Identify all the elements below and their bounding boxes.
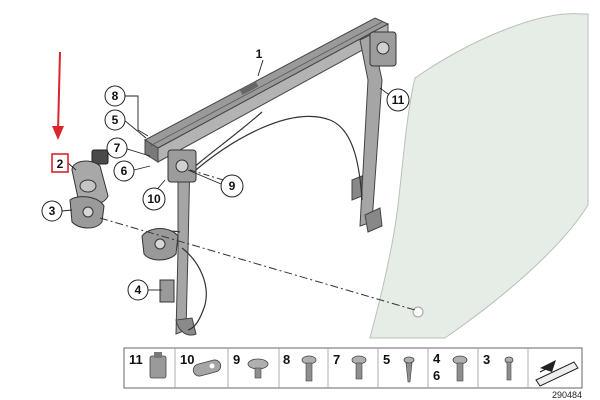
wedge-arrow-icon xyxy=(535,360,579,387)
callout-2: 2 xyxy=(57,157,64,171)
hex-bolt-icon xyxy=(452,355,468,382)
callout-8-circle: 8 xyxy=(104,85,126,107)
callout-11-circle: 11 xyxy=(386,88,410,112)
legend-label-7: 7 xyxy=(333,352,340,367)
door-glass xyxy=(369,13,589,339)
callout-5-circle: 5 xyxy=(104,109,126,131)
legend-label-11: 11 xyxy=(129,352,143,367)
callout-5: 5 xyxy=(112,113,119,127)
slider-blocks xyxy=(167,31,397,183)
leader-lines xyxy=(61,59,397,291)
lower-gear-housing xyxy=(141,228,179,303)
callout-7-circle: 7 xyxy=(106,137,128,159)
legend-label-8: 8 xyxy=(283,352,290,367)
bolt-icon xyxy=(301,355,317,382)
callout-4: 4 xyxy=(135,283,142,297)
callout-3: 3 xyxy=(49,204,56,218)
reference-number: 290484 xyxy=(552,390,582,400)
legend-label-6: 6 xyxy=(433,368,440,383)
legend-label-10: 10 xyxy=(180,352,194,367)
clip-icon xyxy=(149,352,167,379)
callout-4-circle: 4 xyxy=(127,279,149,301)
legend-label-5: 5 xyxy=(383,352,390,367)
main-rail xyxy=(143,17,390,163)
alignment-line xyxy=(99,217,416,311)
callout-2-box xyxy=(51,153,69,173)
legend-label-4: 4 xyxy=(433,351,441,366)
thin-bolt-icon xyxy=(504,356,514,381)
glass-mount-hole xyxy=(412,306,424,318)
screw-icon xyxy=(351,355,367,380)
callout-10: 10 xyxy=(147,192,161,206)
window-motor xyxy=(71,149,109,205)
callout-3-circle: 3 xyxy=(41,200,63,222)
callout-6: 6 xyxy=(121,164,128,178)
callout-8: 8 xyxy=(112,89,119,103)
callout-11: 11 xyxy=(392,93,405,107)
callout-10-circle: 10 xyxy=(142,187,166,211)
parts-legend: 11 10 9 8 7 5 4 6 xyxy=(123,347,583,389)
legend-label-9: 9 xyxy=(233,352,240,367)
legend-label-3: 3 xyxy=(483,352,490,367)
callout-7: 7 xyxy=(114,141,121,155)
callout-6-circle: 6 xyxy=(113,160,135,182)
washer-plate-icon xyxy=(192,359,222,377)
rivet-icon xyxy=(247,358,269,379)
drive-mechanism xyxy=(69,196,105,229)
marker-arrow xyxy=(52,51,64,140)
callout-1: 1 xyxy=(256,47,263,61)
callout-9-circle: 9 xyxy=(220,174,244,198)
pin-screw-icon xyxy=(403,356,415,383)
callout-9: 9 xyxy=(229,179,236,193)
